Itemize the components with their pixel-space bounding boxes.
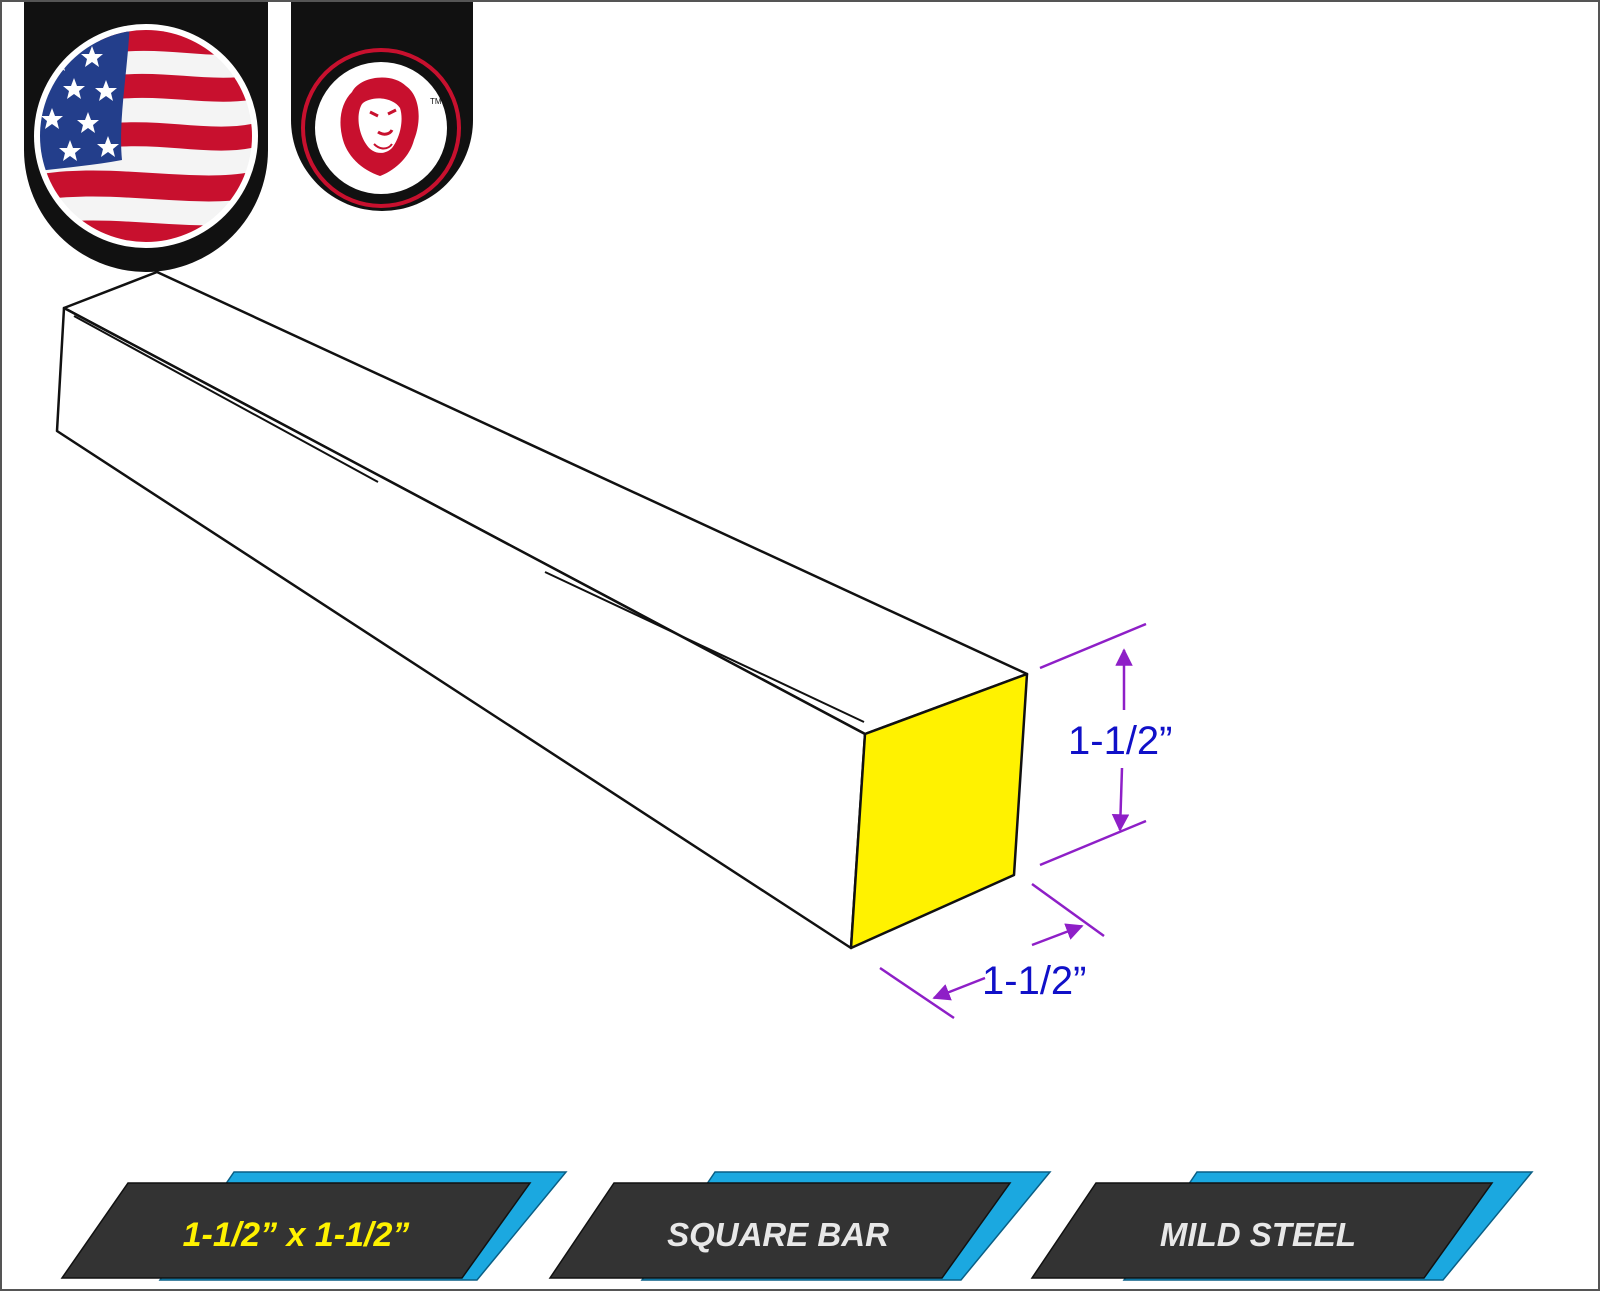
tag-material-text: MILD STEEL [1160, 1216, 1356, 1253]
height-extension-top [1039, 622, 1147, 670]
square-bar [55, 270, 1029, 950]
tag-shape-body [548, 1182, 1012, 1279]
height-label: 1-1/2” [1068, 719, 1173, 763]
tag-shape: SQUARE BAR [548, 1171, 1052, 1281]
width-dimension [879, 882, 1105, 1020]
flag-badge [24, 2, 268, 272]
width-extension-left [879, 966, 955, 1020]
bar-highlight-1 [73, 315, 379, 483]
tag-size-text: 1-1/2” x 1-1/2” [183, 1216, 410, 1254]
width-extension-right [1031, 882, 1105, 938]
tag-shape-text: SQUARE BAR [667, 1216, 889, 1253]
tag-material: MILD STEEL [1030, 1171, 1534, 1281]
tag-size-body [60, 1182, 532, 1279]
height-extension-bottom [1039, 819, 1147, 867]
tag-size: 1-1/2” x 1-1/2” [60, 1171, 568, 1281]
tag-material-body [1030, 1182, 1494, 1279]
lion-head-icon [340, 77, 419, 176]
height-arrow-down [1111, 767, 1130, 832]
width-arrow-left [932, 976, 986, 1001]
width-label: 1-1/2” [982, 959, 1087, 1003]
height-dimension [1039, 622, 1147, 867]
bar-end-face [849, 672, 1029, 950]
bar-highlight-2 [544, 571, 865, 723]
width-arrow-right [1031, 923, 1084, 947]
logo-badge: TM [291, 2, 473, 211]
trademark-mark: TM [430, 97, 442, 106]
